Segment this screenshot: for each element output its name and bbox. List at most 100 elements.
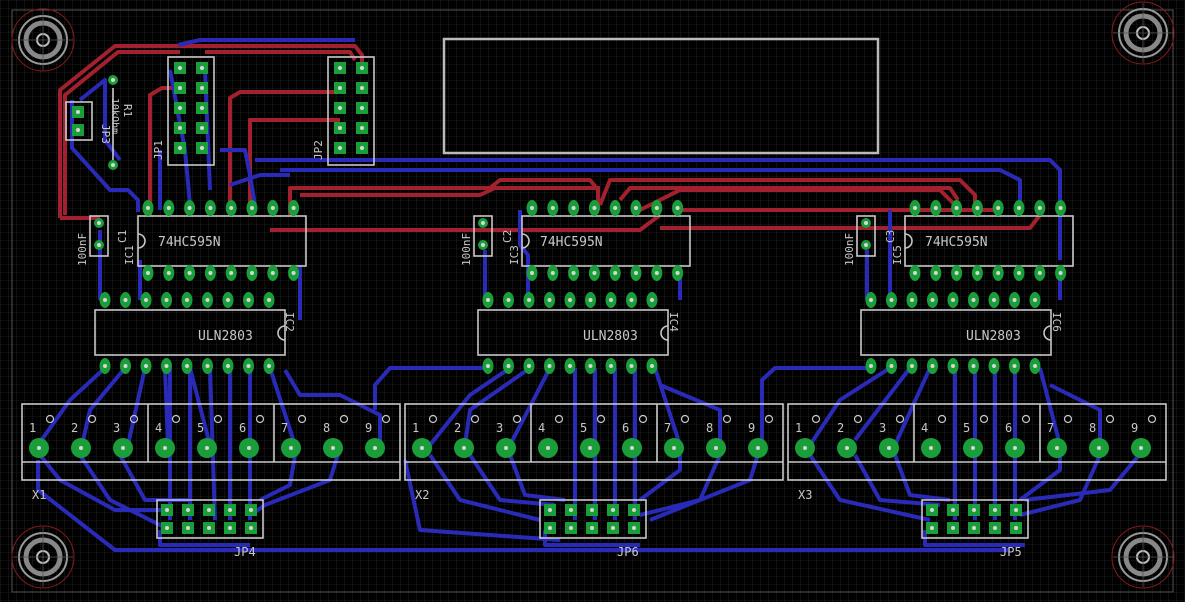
pad-hole: [486, 298, 490, 302]
pad-hole: [481, 221, 485, 225]
pad-hole: [530, 206, 534, 210]
terminal-marker: [339, 414, 349, 424]
top-trace: [598, 178, 977, 210]
bottom-trace: [638, 455, 682, 502]
terminal-marker: [722, 414, 732, 424]
pad-hole: [1058, 271, 1063, 275]
terminal-marker: [937, 414, 947, 424]
display-outline: [442, 37, 880, 155]
pad-hole: [951, 508, 955, 512]
bottom-trace: [163, 367, 170, 446]
pad-hole: [650, 298, 654, 302]
terminal-marker: [596, 414, 606, 424]
bottom-trace: [463, 366, 532, 446]
terminal-number: 2: [837, 421, 844, 435]
pad-hole: [1055, 446, 1059, 450]
pad-hole: [373, 446, 377, 450]
pad-hole: [205, 364, 210, 368]
pad-hole: [111, 78, 115, 82]
pad-hole: [185, 364, 189, 368]
terminal-marker: [1063, 414, 1073, 424]
pad-hole: [208, 271, 213, 275]
label-ic4: IC4: [667, 312, 680, 332]
pad-hole: [527, 298, 531, 302]
terminal-marker: [1021, 414, 1031, 424]
driver-notch-1: [277, 325, 286, 341]
pad-hole: [506, 364, 511, 368]
pad-hole: [1012, 364, 1017, 368]
pad-hole: [1097, 446, 1101, 450]
pad-hole: [1139, 446, 1143, 450]
pad-hole: [975, 271, 980, 275]
label-cap1: 100nF: [76, 233, 89, 266]
bottom-trace: [36, 460, 1010, 552]
bottom-trace: [428, 453, 541, 522]
pad-hole: [933, 206, 938, 210]
driver-outline-2: [477, 309, 669, 356]
label-ic5: IC5: [891, 245, 904, 265]
driver-notch-3: [1043, 325, 1052, 341]
pad-hole: [200, 66, 204, 70]
pad-hole: [331, 446, 335, 450]
pad-hole: [208, 206, 213, 210]
pad-hole: [569, 526, 573, 530]
mounting-holes: [11, 1, 1175, 589]
capacitor-outline-2: [473, 215, 493, 257]
pad-hole: [975, 206, 980, 210]
pad-hole: [954, 206, 959, 210]
top-trace: [639, 188, 957, 212]
pad-hole: [803, 446, 807, 450]
top-trace: [270, 213, 662, 232]
pad-hole: [123, 364, 128, 368]
pad-hole: [178, 66, 182, 70]
pad-hole: [887, 446, 891, 450]
bottom-trace: [253, 447, 342, 514]
pad-hole: [178, 126, 182, 130]
pad-hole: [121, 446, 125, 450]
pad-hole: [714, 446, 718, 450]
pad-hole: [550, 206, 555, 210]
label-c2: C2: [501, 230, 514, 243]
terminal-marker: [1105, 414, 1115, 424]
pad-hole: [360, 106, 364, 110]
bottom-trace: [158, 530, 250, 547]
pad-hole: [588, 298, 593, 302]
terminal-number: 1: [412, 421, 419, 435]
pad-hole: [756, 446, 760, 450]
pad-hole: [186, 526, 190, 530]
shift-register-notch-3: [904, 233, 913, 249]
bottom-trace: [268, 367, 297, 446]
label-ic3: IC3: [508, 245, 521, 265]
pad-hole: [165, 508, 169, 512]
bottom-trace: [653, 367, 682, 446]
terminal-marker: [255, 414, 265, 424]
pad-hole: [144, 364, 148, 368]
label-jp6: JP6: [617, 545, 639, 559]
pad-hole: [165, 526, 169, 530]
terminal-marker: [512, 414, 522, 424]
pad-hole: [247, 446, 251, 450]
pad-hole: [546, 446, 550, 450]
bottom-trace: [78, 453, 171, 532]
terminal-marker: [554, 414, 564, 424]
pad-hole: [338, 86, 342, 90]
terminal-number: 5: [580, 421, 587, 435]
bottom-trace: [38, 453, 165, 512]
pad-hole: [654, 206, 659, 210]
pad-hole: [207, 508, 211, 512]
pad-hole: [993, 526, 997, 530]
terminal-number: 3: [496, 421, 503, 435]
pad-hole: [611, 526, 615, 530]
pad-hole: [869, 298, 873, 302]
pad-hole: [462, 446, 466, 450]
pad-hole: [611, 508, 615, 512]
bottom-trace: [923, 530, 1025, 547]
label-jp3: JP3: [99, 124, 112, 144]
terminal-number: 8: [706, 421, 713, 435]
bottom-trace: [853, 454, 941, 507]
pad-hole: [291, 206, 296, 210]
bottom-trace: [893, 367, 932, 446]
pad-hole: [954, 271, 959, 275]
top-trace: [228, 90, 340, 215]
